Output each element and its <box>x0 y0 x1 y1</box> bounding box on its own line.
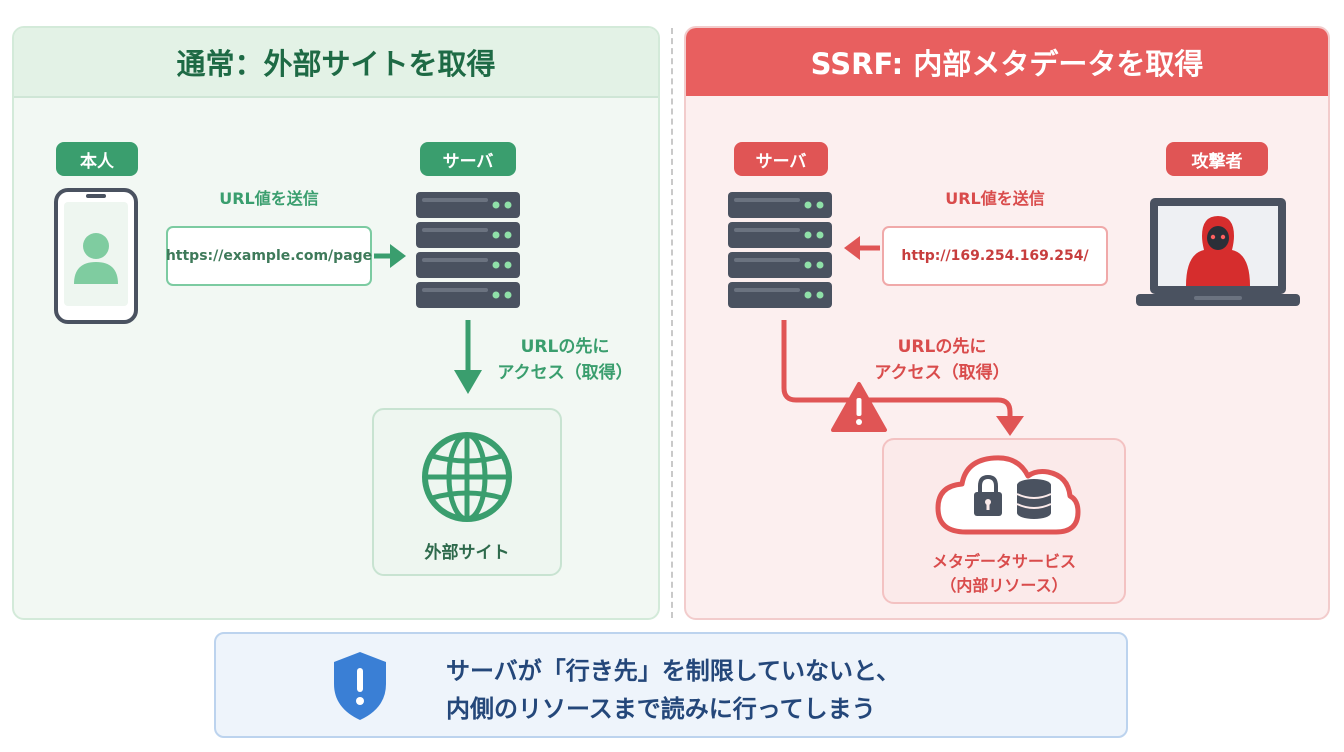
attacker-send-url-label: URL値を送信 <box>945 189 1045 208</box>
access-label-line2: アクセス（取得） <box>497 363 633 383</box>
external-site-label: 外部サイト <box>424 543 510 563</box>
attacker-laptop-icon <box>1136 198 1300 306</box>
ssrf-access-arrow-icon <box>781 320 1024 436</box>
down-arrow-icon <box>454 320 482 394</box>
smartphone-icon <box>54 188 138 324</box>
normal-url-box: https://example.com/page <box>166 226 372 286</box>
lock-icon <box>974 474 1002 516</box>
panel-divider <box>671 28 673 618</box>
ssrf-url-box: http://169.254.169.254/ <box>882 226 1108 286</box>
right-arrow-icon <box>374 244 406 268</box>
globe-icon <box>422 432 512 522</box>
summary-line2: 内側のリソースまで読みに行ってしまう <box>446 695 876 723</box>
send-url-label: URL値を送信 <box>219 189 319 208</box>
normal-server-tag: サーバ <box>420 142 516 176</box>
ssrf-access-label-line1: URLの先に <box>897 337 987 357</box>
ssrf-panel-title: SSRF: 内部メタデータを取得 <box>686 28 1328 96</box>
access-label-line1: URLの先に <box>520 337 610 357</box>
person-tag: 本人 <box>56 142 138 176</box>
shield-alert-icon <box>334 652 386 720</box>
metadata-service-label-line1: メタデータサービス <box>931 552 1076 571</box>
warning-icon <box>831 382 887 432</box>
cloud-icon <box>935 455 1081 535</box>
summary-line1: サーバが「行き先」を制限していないと、 <box>446 657 901 685</box>
server-icon <box>728 192 832 308</box>
ssrf-access-label-line2: アクセス（取得） <box>874 363 1010 383</box>
summary-box: サーバが「行き先」を制限していないと、 内側のリソースまで読みに行ってしまう <box>214 632 1128 738</box>
attacker-tag: 攻撃者 <box>1166 142 1268 176</box>
database-icon <box>1016 479 1052 519</box>
normal-panel-title: 通常：外部サイトを取得 <box>14 28 658 98</box>
server-icon <box>416 192 520 308</box>
ssrf-server-tag: サーバ <box>734 142 828 176</box>
metadata-service-label-line2: （内部リソース） <box>940 576 1068 595</box>
left-arrow-icon <box>844 236 880 260</box>
